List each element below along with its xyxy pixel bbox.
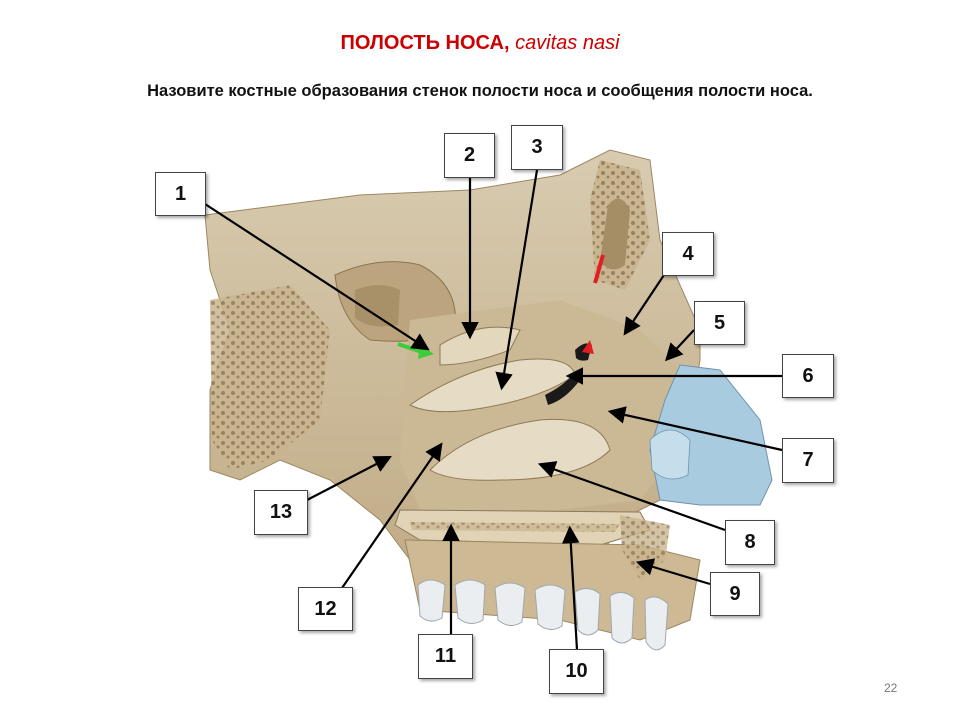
label-3: 3 xyxy=(511,125,563,170)
red-arrow-icon xyxy=(593,254,605,284)
leader-lines xyxy=(204,169,783,651)
label-1: 1 xyxy=(155,172,206,216)
label-8: 8 xyxy=(725,520,775,565)
label-6: 6 xyxy=(782,354,834,398)
label-2: 2 xyxy=(444,133,495,178)
question-text: Назовите костные образования стенок поло… xyxy=(147,82,813,100)
slide-title: ПОЛОСТЬ НОСА, cavitas nasi xyxy=(0,32,960,55)
page-number: 22 xyxy=(884,681,898,695)
title-russian: ПОЛОСТЬ НОСА, xyxy=(340,32,510,54)
label-13: 13 xyxy=(254,490,308,535)
label-4: 4 xyxy=(662,232,714,276)
inferior-concha xyxy=(429,418,611,481)
teeth xyxy=(417,579,669,651)
anterior-nasal-spine xyxy=(620,515,670,580)
label-12: 12 xyxy=(298,587,353,631)
sphenoid-region xyxy=(210,285,330,470)
green-arrow-icon xyxy=(397,342,423,354)
title-latin: cavitas nasi xyxy=(515,32,620,54)
label-9: 9 xyxy=(710,572,760,616)
label-5: 5 xyxy=(694,301,745,345)
label-10: 10 xyxy=(549,649,604,694)
label-7: 7 xyxy=(782,438,834,483)
label-11: 11 xyxy=(418,634,473,679)
